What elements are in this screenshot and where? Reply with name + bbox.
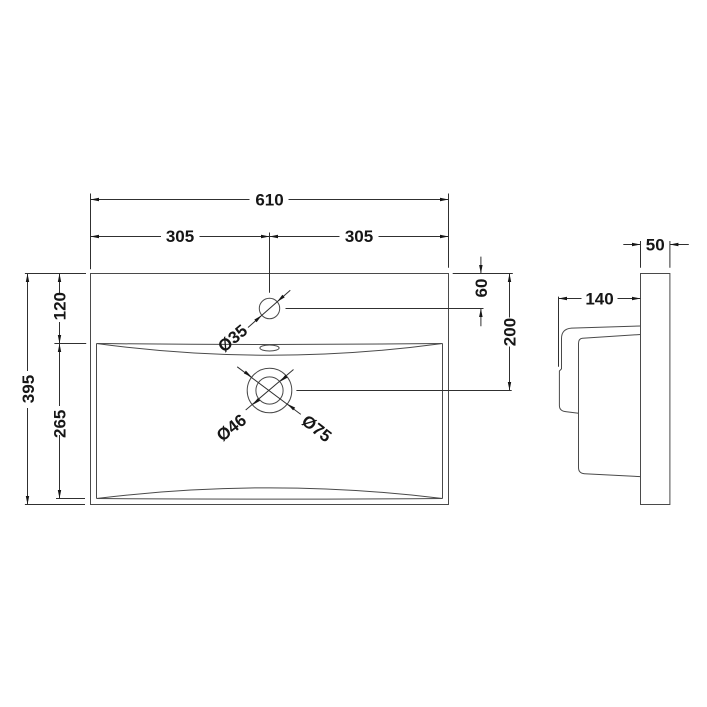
svg-text:120: 120 bbox=[51, 292, 70, 320]
svg-text:305: 305 bbox=[166, 227, 194, 246]
svg-text:50: 50 bbox=[646, 236, 665, 255]
svg-text:265: 265 bbox=[51, 410, 70, 438]
svg-text:140: 140 bbox=[585, 290, 613, 309]
svg-text:60: 60 bbox=[472, 279, 491, 298]
svg-text:200: 200 bbox=[501, 318, 520, 346]
svg-text:610: 610 bbox=[255, 191, 283, 210]
svg-text:305: 305 bbox=[345, 227, 373, 246]
svg-text:395: 395 bbox=[19, 375, 38, 403]
